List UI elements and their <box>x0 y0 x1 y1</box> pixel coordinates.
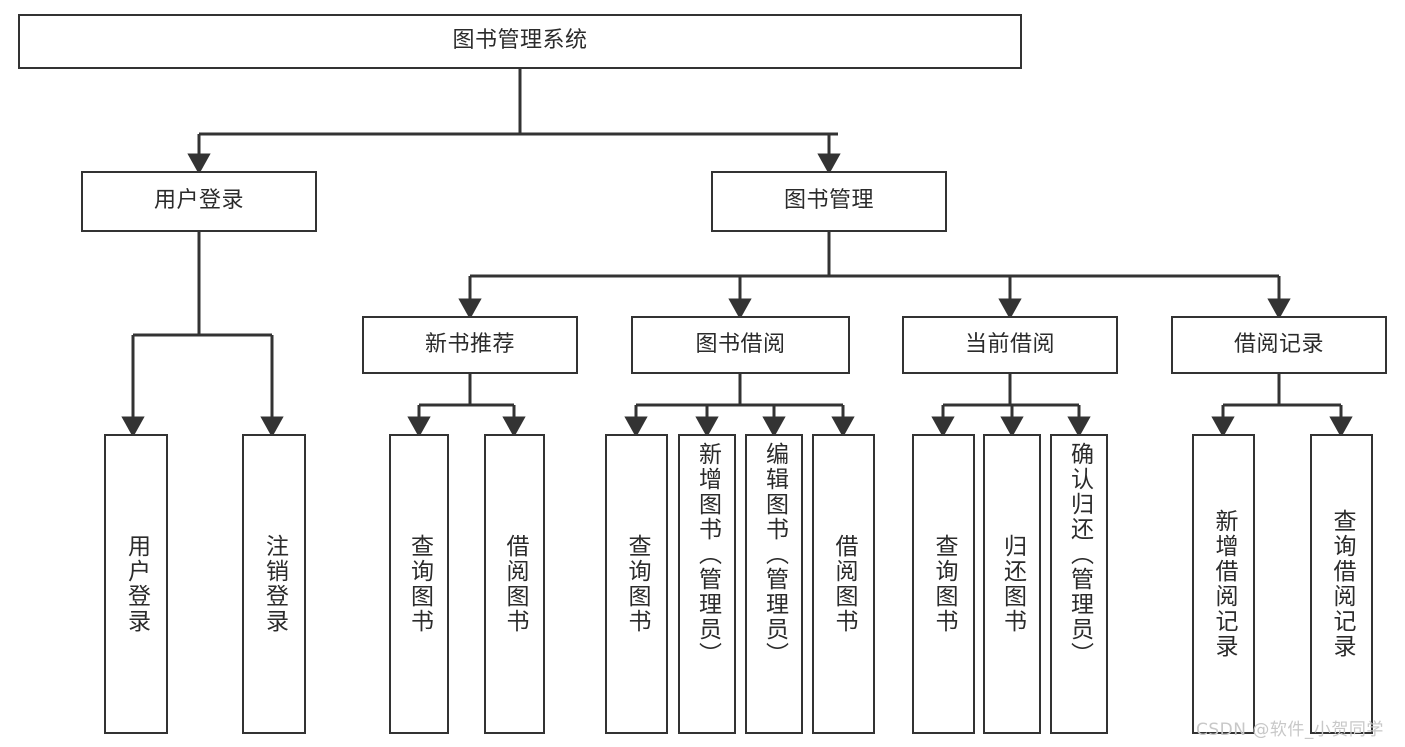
node-new-book-rec-label: 新书推荐 <box>424 331 515 357</box>
node-user-login[interactable]: 用户登录 <box>81 171 317 232</box>
node-leaf-user-login[interactable]: 用户登录 <box>104 434 168 734</box>
node-leaf-borrow-book-1-label: 借阅图书 <box>502 534 528 634</box>
node-book-borrow-label: 图书借阅 <box>695 331 786 357</box>
node-leaf-borrow-book-2[interactable]: 借阅图书 <box>812 434 875 734</box>
node-leaf-add-record[interactable]: 新增借阅记录 <box>1192 434 1255 734</box>
csdn-watermark: CSDN @软件_小贺同学 <box>1196 720 1384 740</box>
node-leaf-query-book-2-label: 查询图书 <box>624 534 650 634</box>
node-leaf-query-book-1-label: 查询图书 <box>406 534 433 634</box>
node-book-manage[interactable]: 图书管理 <box>711 171 947 232</box>
node-borrow-record[interactable]: 借阅记录 <box>1171 316 1387 374</box>
node-current-borrow[interactable]: 当前借阅 <box>902 316 1118 374</box>
node-leaf-borrow-book-1[interactable]: 借阅图书 <box>484 434 545 734</box>
node-leaf-edit-book[interactable]: 编辑图书（管理员） <box>745 434 803 734</box>
node-leaf-query-book-2[interactable]: 查询图书 <box>605 434 668 734</box>
node-root[interactable]: 图书管理系统 <box>18 14 1022 69</box>
node-user-login-label: 用户登录 <box>153 188 244 214</box>
node-book-manage-label: 图书管理 <box>783 188 874 214</box>
node-leaf-query-record-label: 查询借阅记录 <box>1329 509 1355 659</box>
node-leaf-query-book-1[interactable]: 查询图书 <box>389 434 449 734</box>
node-leaf-confirm-return-label: 确认归还（管理员） <box>1066 442 1093 667</box>
node-leaf-return-book-label: 归还图书 <box>999 534 1026 634</box>
node-leaf-logout-label: 注销登录 <box>261 534 288 634</box>
node-leaf-user-login-label: 用户登录 <box>123 534 150 634</box>
node-leaf-query-book-3-label: 查询图书 <box>931 534 957 634</box>
node-leaf-return-book[interactable]: 归还图书 <box>983 434 1041 734</box>
node-borrow-record-label: 借阅记录 <box>1233 331 1324 357</box>
node-current-borrow-label: 当前借阅 <box>964 331 1055 357</box>
node-leaf-add-book[interactable]: 新增图书（管理员） <box>678 434 736 734</box>
node-leaf-query-record[interactable]: 查询借阅记录 <box>1310 434 1373 734</box>
node-leaf-add-record-label: 新增借阅记录 <box>1211 509 1237 659</box>
node-new-book-rec[interactable]: 新书推荐 <box>362 316 578 374</box>
node-leaf-edit-book-label: 编辑图书（管理员） <box>761 442 788 667</box>
node-leaf-logout[interactable]: 注销登录 <box>242 434 306 734</box>
node-root-label: 图书管理系统 <box>452 28 588 54</box>
node-leaf-borrow-book-2-label: 借阅图书 <box>831 534 857 634</box>
node-book-borrow[interactable]: 图书借阅 <box>631 316 850 374</box>
node-leaf-query-book-3[interactable]: 查询图书 <box>912 434 975 734</box>
node-leaf-add-book-label: 新增图书（管理员） <box>694 442 721 667</box>
node-leaf-confirm-return[interactable]: 确认归还（管理员） <box>1050 434 1108 734</box>
